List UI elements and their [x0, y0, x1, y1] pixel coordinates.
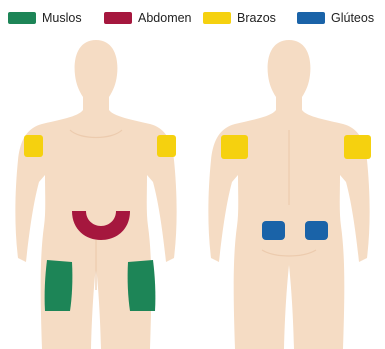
- front-injection-zone-muslos-left: [45, 260, 73, 311]
- front-injection-zone-brazos-left: [24, 135, 43, 157]
- back-body: [208, 40, 371, 349]
- back-injection-zone-gluteos-right: [305, 221, 328, 240]
- back-injection-zone-brazos-left: [221, 135, 248, 159]
- back-injection-zone-brazos-right: [344, 135, 371, 159]
- front-injection-zone-muslos-right: [128, 260, 156, 311]
- front-body: [15, 40, 176, 349]
- front-injection-zone-brazos-right: [157, 135, 176, 157]
- back-injection-zone-gluteos-left: [262, 221, 285, 240]
